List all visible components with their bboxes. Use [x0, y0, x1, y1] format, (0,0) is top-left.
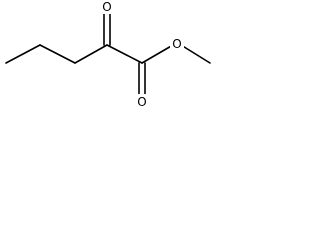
- bond-c4-c3: [39, 44, 76, 64]
- carbonyl-oxygen-label: O: [137, 95, 146, 109]
- chemical-structure-diagram: O O O: [5, 0, 211, 109]
- bond-ester-o-methyl: [180, 44, 211, 64]
- bond-c2-c1: [106, 44, 143, 64]
- bond-c1-ester-o: [141, 44, 174, 64]
- ester-oxygen-label: O: [172, 37, 181, 51]
- bond-c3-c2: [74, 44, 108, 64]
- bond-c5-c4: [5, 44, 41, 64]
- ketone-oxygen-label: O: [102, 0, 111, 14]
